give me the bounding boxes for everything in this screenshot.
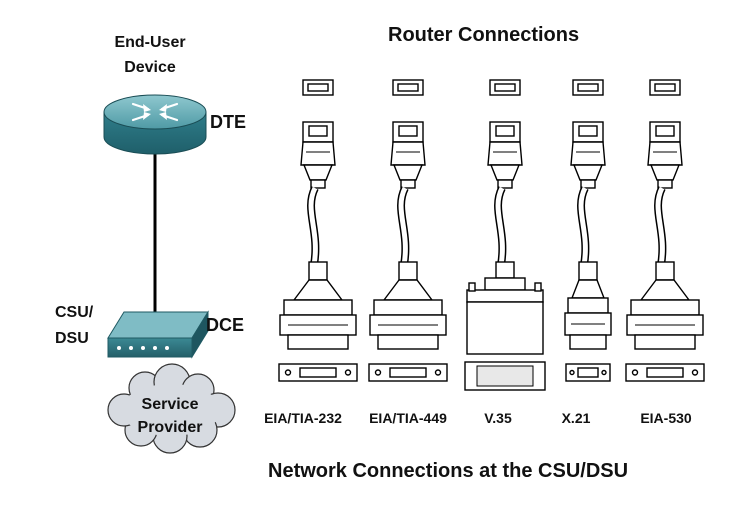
cable-v35-icon [464,79,546,391]
cable-eia-tia-449-icon [368,79,448,382]
dte-label: DTE [210,112,246,132]
cable-x21-icon [564,79,612,382]
cable-label-eia-530: EIA-530 [640,410,692,426]
cable-label-v35: V.35 [484,410,512,426]
router-connections-title: Router Connections [388,24,580,46]
cable-label-eia-tia-232: EIA/TIA-232 [264,410,342,426]
cable-label-x21: X.21 [561,410,591,426]
dce-label: DCE [206,315,245,335]
diagram-caption: Network Connections at the CSU/DSU [268,460,629,482]
router-icon [103,94,207,155]
cable-eia-tia-232-icon [278,79,358,382]
end-user-device-label: End-User Device [114,34,186,76]
cable-label-eia-tia-449: EIA/TIA-449 [369,410,447,426]
service-provider-label: Service Provider [137,396,203,436]
csu-dsu-icon [107,310,209,359]
cloud-icon [107,363,236,454]
csu-dsu-label: CSU/ DSU [55,304,94,347]
cable-eia-530-icon [625,79,705,382]
